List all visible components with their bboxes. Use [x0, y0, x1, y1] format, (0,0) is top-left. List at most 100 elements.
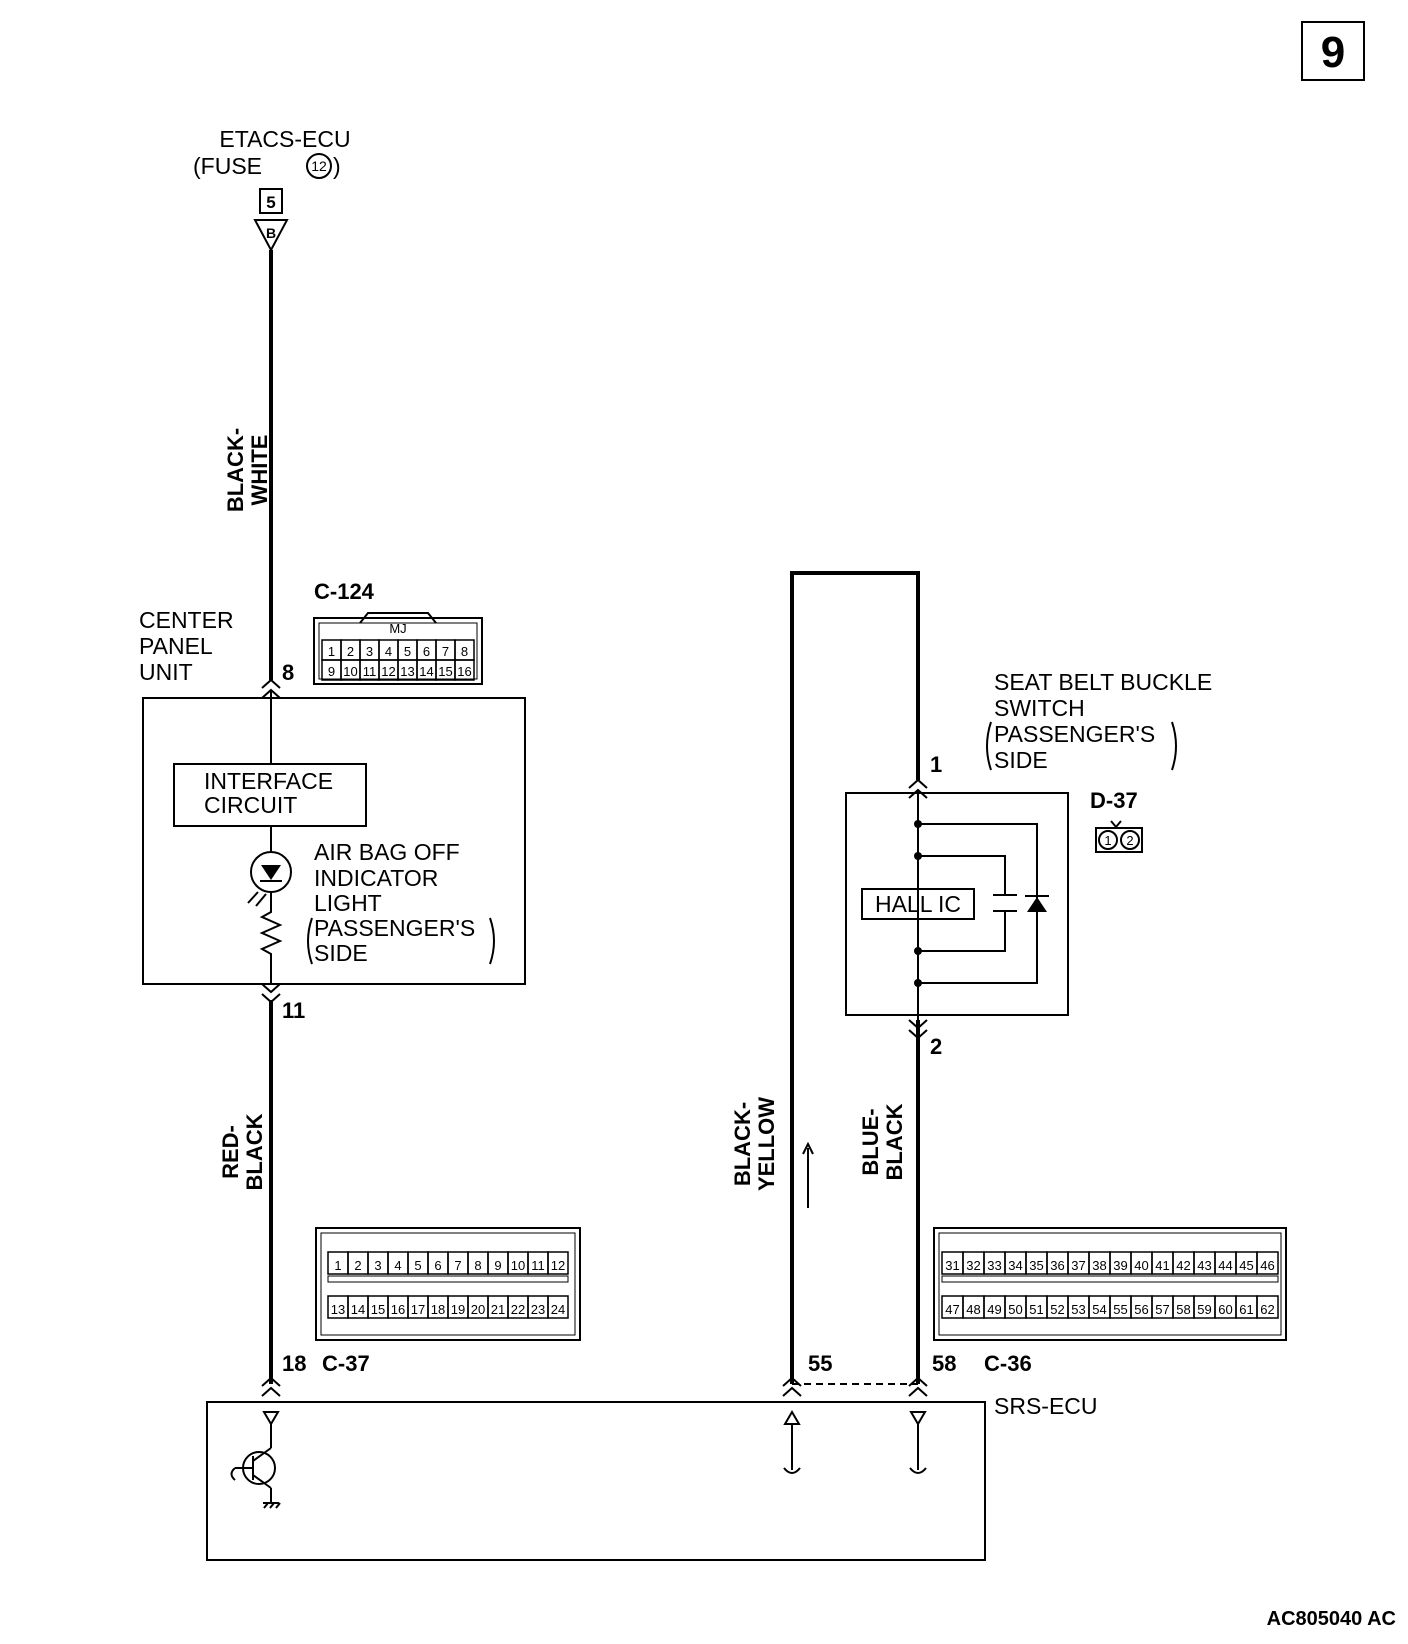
c124-pin-label: 8 [461, 644, 468, 659]
svg-text:BLACK: BLACK [242, 1113, 267, 1190]
center-panel-pin-11: 11 [282, 998, 305, 1023]
c37-pin-label: 24 [551, 1302, 565, 1317]
c124-pin-label: 5 [404, 644, 411, 659]
connector-c36-label: C-36 [984, 1351, 1032, 1376]
svg-text:BLACK: BLACK [882, 1103, 907, 1180]
center-panel-name-1: CENTER [139, 607, 234, 633]
connector-c124-label: C-124 [314, 579, 375, 604]
c37-pin-label: 2 [354, 1258, 361, 1273]
seatbelt-pin-2: 2 [930, 1034, 942, 1059]
center-panel-name-2: PANEL [139, 633, 213, 659]
center-panel-name-3: UNIT [139, 659, 193, 685]
c36-pin-label: 34 [1008, 1258, 1022, 1273]
pin-arrow-18 [261, 1376, 281, 1397]
c36-pin-label: 36 [1050, 1258, 1064, 1273]
srs-internal-58 [909, 1411, 927, 1474]
bracket-left-seatbelt [986, 721, 992, 771]
c36-pin-label: 42 [1176, 1258, 1190, 1273]
c36-pin-label: 38 [1092, 1258, 1106, 1273]
c36-pin-55: 55 [808, 1351, 832, 1376]
c36-pin-label: 51 [1029, 1302, 1043, 1317]
c37-pin-label: 9 [494, 1258, 501, 1273]
pin-arrow-11 [261, 983, 281, 1004]
c37-pin-label: 3 [374, 1258, 381, 1273]
c37-pin-cell [547, 1251, 569, 1275]
c124-pin-cell [454, 659, 475, 681]
c124-pin-label: 16 [457, 664, 471, 679]
ground-icon [263, 1502, 281, 1509]
wire-label-blue-black: BLUE- BLACK [858, 1103, 907, 1180]
c37-pin-label: 11 [531, 1258, 545, 1273]
pin-arrow-2 [908, 1019, 928, 1040]
c124-pin-label: 13 [400, 664, 414, 679]
wire-label-black-white: BLACK- WHITE [223, 428, 272, 512]
light-label-4: PASSENGER'S [314, 915, 475, 941]
c36-pin-label: 58 [1176, 1302, 1190, 1317]
source-name: ETACS-ECU [219, 126, 350, 152]
bracket-right-light [489, 917, 495, 965]
srs-internal-55 [783, 1410, 801, 1474]
c124-pin-label: 15 [438, 664, 452, 679]
c36-pin-label: 60 [1218, 1302, 1232, 1317]
source-fuse-label: (FUSE [193, 153, 262, 179]
c124-pin-label: 2 [347, 644, 354, 659]
c36-pin-label: 48 [966, 1302, 980, 1317]
c124-pin-label: 11 [363, 664, 377, 679]
light-label-1: AIR BAG OFF [314, 839, 460, 865]
c37-pin-label: 10 [511, 1258, 525, 1273]
c37-pin-label: 14 [351, 1302, 365, 1317]
c37-pin-label: 16 [391, 1302, 405, 1317]
led-icon [247, 851, 292, 907]
c36-pin-label: 41 [1155, 1258, 1169, 1273]
page-number-box: 9 [1301, 21, 1365, 81]
current-flow-arrow [802, 1141, 814, 1208]
bracket-left-light [307, 917, 313, 965]
wire-label-black-yellow: BLACK- YELLOW [730, 1097, 779, 1191]
c36-pin-label: 52 [1050, 1302, 1064, 1317]
c36-pin-label: 31 [945, 1258, 959, 1273]
srs-ecu-box [206, 1401, 986, 1561]
c37-pin-label: 5 [414, 1258, 421, 1273]
interface-label-2: CIRCUIT [204, 792, 297, 818]
connector-letter: B [266, 225, 276, 241]
c124-pin-label: 10 [343, 664, 357, 679]
seatbelt-label-2: SWITCH [994, 695, 1085, 721]
c37-pin-label: 18 [431, 1302, 445, 1317]
c37-pin-label: 17 [411, 1302, 425, 1317]
fuse-number: 12 [311, 158, 327, 174]
c36-pin-label: 46 [1260, 1258, 1274, 1273]
c124-pin-label: 3 [366, 644, 373, 659]
terminal-box [259, 188, 283, 214]
c36-pin-label: 57 [1155, 1302, 1169, 1317]
c36-pin-label: 47 [945, 1302, 959, 1317]
c36-pin-label: 33 [987, 1258, 1001, 1273]
c124-pin-label: 6 [423, 644, 430, 659]
c36-pin-label: 56 [1134, 1302, 1148, 1317]
c36-pin-cell [1256, 1251, 1279, 1275]
wire-loop [790, 571, 920, 1384]
c36-pin-label: 61 [1239, 1302, 1253, 1317]
terminal-box-number: 5 [266, 193, 275, 212]
seatbelt-label-3: PASSENGER'S [994, 721, 1155, 747]
c37-pin-label: 13 [331, 1302, 345, 1317]
c124-pin-label: 12 [381, 664, 395, 679]
svg-text:BLACK-: BLACK- [223, 428, 248, 512]
c124-pin-label: 7 [442, 644, 449, 659]
c36-pin-label: 44 [1218, 1258, 1232, 1273]
c36-pin-label: 43 [1197, 1258, 1211, 1273]
svg-text:RED-: RED- [218, 1125, 243, 1179]
c37-pin-label: 23 [531, 1302, 545, 1317]
seatbelt-pin-1: 1 [930, 752, 942, 777]
resistor-icon [259, 905, 283, 985]
c124-pin-label: 4 [385, 644, 392, 659]
seatbelt-switch-box [845, 792, 1069, 1016]
svg-text:YELLOW: YELLOW [754, 1097, 779, 1191]
seatbelt-label-4: SIDE [994, 747, 1048, 773]
svg-text:BLUE-: BLUE- [858, 1108, 883, 1175]
center-panel-pin-8: 8 [282, 660, 294, 685]
c37-pin-18: 18 [282, 1351, 306, 1376]
connector-d37: 1 2 [1095, 820, 1143, 853]
d37-pin-2: 2 [1126, 833, 1133, 848]
